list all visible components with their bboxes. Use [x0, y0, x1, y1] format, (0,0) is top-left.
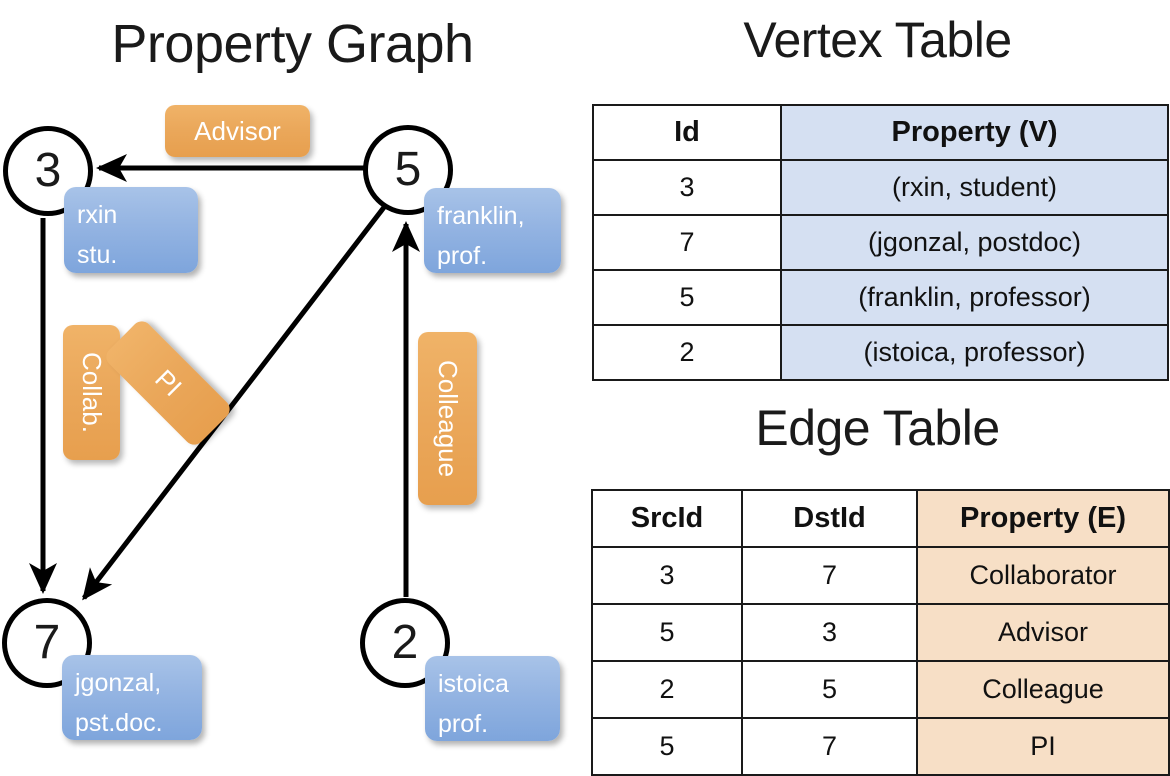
edge-row-3-src: 5	[591, 717, 743, 776]
table-row: 7 (jgonzal, postdoc)	[592, 214, 1169, 271]
edge-property-chip-collab-label: Collab.	[77, 352, 107, 433]
edge-row-3-dst: 7	[741, 717, 918, 776]
edge-table-header-srcid: SrcId	[591, 489, 743, 548]
graph-node-5[interactable]: 5	[363, 125, 453, 215]
vertex-row-2-property: (franklin, professor)	[780, 269, 1169, 326]
vertex-property-chip-2[interactable]: istoica prof.	[425, 656, 560, 741]
vertex-property-chip-7-line1: jgonzal,	[75, 669, 162, 697]
edge-property-chip-advisor-label: Advisor	[194, 115, 281, 146]
edge-table-header-row: SrcId DstId Property (E)	[591, 489, 1170, 548]
vertex-table-header-row: Id Property (V)	[592, 104, 1169, 161]
edge-row-3-property: PI	[916, 717, 1170, 776]
edge-5-to-7-pi	[82, 204, 387, 601]
graph-edges-layer	[28, 153, 421, 601]
edge-row-0-dst: 7	[741, 546, 918, 605]
vertex-property-chip-2-line2: prof.	[438, 710, 489, 738]
vertex-property-chip-3[interactable]: rxin stu.	[64, 187, 198, 273]
vertex-table: Id Property (V) 3 (rxin, student) 7 (jgo…	[592, 104, 1169, 381]
edge-table-header-property: Property (E)	[916, 489, 1170, 548]
graph-node-2[interactable]: 2	[360, 598, 450, 688]
edge-table: SrcId DstId Property (E) 3 7 Collaborato…	[591, 489, 1170, 776]
vertex-property-chip-7-line2: pst.doc.	[75, 709, 163, 737]
vertex-property-chip-5[interactable]: franklin, prof.	[424, 188, 561, 273]
vertex-property-chip-5-line2: prof.	[437, 242, 488, 270]
edge-row-1-src: 5	[591, 603, 743, 662]
table-row: 2 (istoica, professor)	[592, 324, 1169, 381]
vertex-table-header-id: Id	[592, 104, 782, 161]
edge-row-1-property: Advisor	[916, 603, 1170, 662]
table-row: 5 3 Advisor	[591, 603, 1170, 662]
vertex-row-2-id: 5	[592, 269, 782, 326]
vertex-property-chip-3-line1: rxin	[77, 201, 118, 229]
edge-row-2-property: Colleague	[916, 660, 1170, 719]
vertex-row-3-id: 2	[592, 324, 782, 381]
vertex-property-chip-5-line1: franklin,	[437, 202, 525, 230]
vertex-table-header-property: Property (V)	[780, 104, 1169, 161]
edge-property-chip-pi-label: PI	[149, 363, 188, 402]
table-row: 3 7 Collaborator	[591, 546, 1170, 605]
edge-row-0-src: 3	[591, 546, 743, 605]
vertex-row-0-id: 3	[592, 159, 782, 216]
edge-table-header-dstid: DstId	[741, 489, 918, 548]
edge-row-1-dst: 3	[741, 603, 918, 662]
edge-property-chip-colleague-label: Colleague	[433, 359, 463, 478]
page-title-edge-table: Edge Table	[755, 400, 1000, 456]
vertex-property-chip-7[interactable]: jgonzal, pst.doc.	[62, 655, 202, 740]
table-row: 2 5 Colleague	[591, 660, 1170, 719]
table-row: 5 7 PI	[591, 717, 1170, 776]
vertex-property-chip-3-line2: stu.	[77, 241, 118, 269]
vertex-property-chip-2-line1: istoica	[438, 670, 509, 698]
edge-row-2-dst: 5	[741, 660, 918, 719]
vertex-row-1-id: 7	[592, 214, 782, 271]
edge-row-0-property: Collaborator	[916, 546, 1170, 605]
vertex-row-3-property: (istoica, professor)	[780, 324, 1169, 381]
property-graph-diagram: 3 5 7 2 rxin stu. franklin, prof. jgonza…	[0, 0, 585, 760]
edge-property-chip-colleague[interactable]: Colleague	[418, 332, 477, 505]
table-row: 3 (rxin, student)	[592, 159, 1169, 216]
vertex-row-0-property: (rxin, student)	[780, 159, 1169, 216]
page-title-property-graph: Property Graph	[111, 14, 474, 74]
edge-property-chip-advisor[interactable]: Advisor	[165, 105, 310, 157]
table-row: 5 (franklin, professor)	[592, 269, 1169, 326]
edge-row-2-src: 2	[591, 660, 743, 719]
vertex-row-1-property: (jgonzal, postdoc)	[780, 214, 1169, 271]
page-title-vertex-table: Vertex Table	[743, 12, 1012, 68]
edge-property-chip-collab[interactable]: Collab.	[63, 325, 120, 460]
